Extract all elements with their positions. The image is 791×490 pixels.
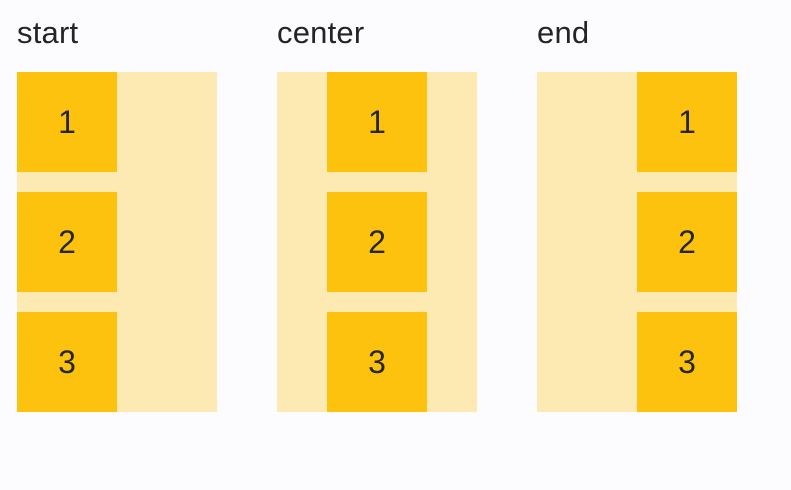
stack-item: 3 <box>637 312 737 412</box>
alignment-demo: start 1 2 3 center 1 2 3 end 1 2 3 <box>17 14 737 412</box>
alignment-label: start <box>17 15 79 50</box>
stack-item: 3 <box>17 312 117 412</box>
stack-item: 1 <box>637 72 737 172</box>
stack-item: 2 <box>17 192 117 292</box>
stack-item: 2 <box>637 192 737 292</box>
stack-container: 1 2 3 <box>277 72 477 412</box>
stack-item: 2 <box>327 192 427 292</box>
stack-item: 1 <box>327 72 427 172</box>
stack-container: 1 2 3 <box>17 72 217 412</box>
stack-item: 1 <box>17 72 117 172</box>
alignment-label: center <box>277 15 365 50</box>
alignment-demo-group: center 1 2 3 <box>277 14 477 412</box>
stack-container: 1 2 3 <box>537 72 737 412</box>
alignment-label: end <box>537 15 590 50</box>
alignment-demo-group: start 1 2 3 <box>17 14 217 412</box>
alignment-demo-group: end 1 2 3 <box>537 14 737 412</box>
stack-item: 3 <box>327 312 427 412</box>
